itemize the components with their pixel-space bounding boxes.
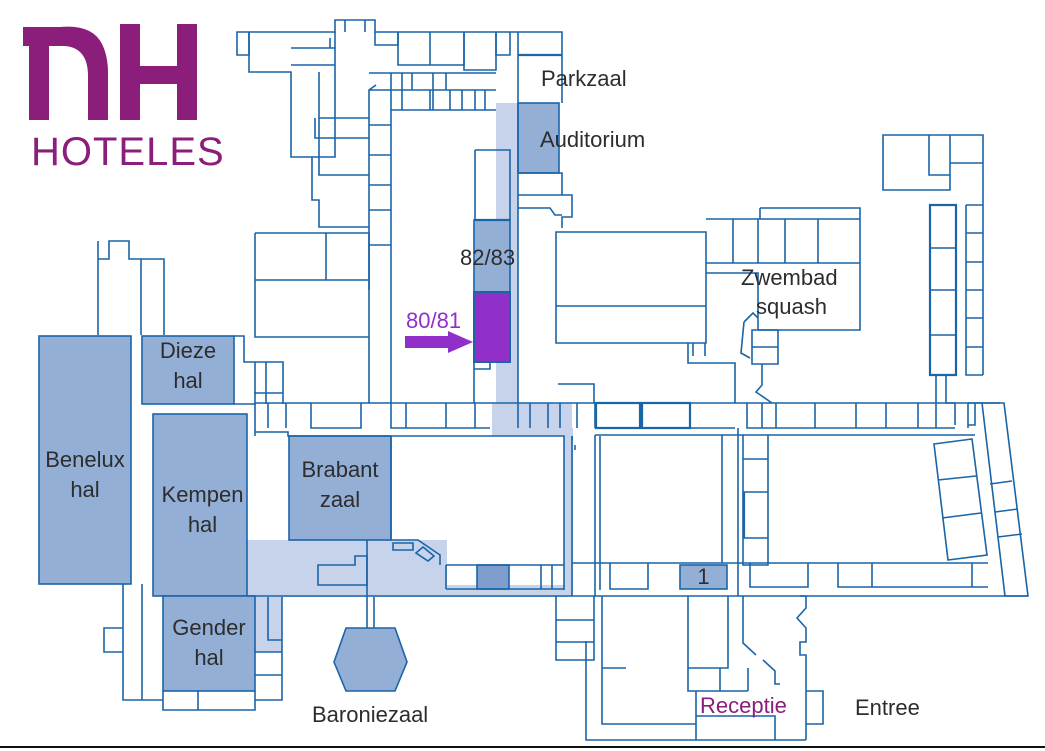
- label-benelux: Benelux: [45, 447, 125, 472]
- room-kempen-hal[interactable]: [152, 413, 248, 597]
- label-auditorium: Auditorium: [540, 127, 646, 152]
- room-auditorium[interactable]: [517, 102, 560, 174]
- nh-logo-mark: [23, 24, 197, 120]
- label-kempen: Kempen: [161, 482, 244, 507]
- label-kempen-hal-suffix: hal: [187, 512, 218, 537]
- arrow-right-icon: [405, 331, 473, 353]
- label-brabant: Brabant: [301, 457, 379, 482]
- label-dieze-hal: Dieze hal: [142, 336, 234, 396]
- label-parkzaal: Parkzaal: [541, 66, 627, 91]
- label-gender-hal: Gender hal: [160, 613, 258, 673]
- room-gender-hal[interactable]: [162, 595, 256, 692]
- rooms: [38, 102, 728, 692]
- logo-wordmark: HOTELES: [31, 130, 225, 174]
- corridor-foyer: [247, 540, 447, 597]
- room-1[interactable]: [679, 564, 728, 590]
- label-room-80-81: 80/81: [406, 308, 462, 333]
- corridors: [247, 103, 573, 652]
- label-baroniezaal: Baroniezaal: [312, 702, 429, 727]
- label-zwembad: Zwembad: [741, 265, 838, 290]
- walls: [97, 19, 1029, 741]
- label-receptie: Receptie: [700, 693, 787, 718]
- corridor-south: [440, 585, 568, 597]
- label-dieze-hal-suffix: hal: [173, 368, 203, 393]
- label-room-82-83: 82/83: [460, 245, 516, 270]
- room-80-81[interactable]: [473, 291, 511, 363]
- label-gender-hal-suffix: hal: [194, 645, 224, 670]
- label-entree: Entree: [855, 695, 920, 720]
- label-dieze: Dieze: [159, 338, 217, 363]
- corridor-junction: [492, 403, 572, 436]
- label-benelux-hal-suffix: hal: [70, 477, 100, 502]
- label-room-1: 1: [697, 564, 710, 589]
- room-brabant-zaal[interactable]: [288, 435, 392, 541]
- room-82-83[interactable]: [473, 219, 511, 293]
- label-brabant-zaal-suffix: zaal: [319, 487, 361, 512]
- label-squash: squash: [756, 294, 827, 319]
- room-benelux-hal[interactable]: [38, 335, 132, 585]
- room-baroniezaal[interactable]: [333, 627, 408, 692]
- label-gender: Gender: [172, 615, 246, 640]
- label-brabant-zaal: Brabant zaal: [289, 455, 391, 515]
- bottom-divider: [0, 746, 1045, 748]
- room-dieze-hal[interactable]: [141, 335, 235, 405]
- label-kempen-hal: Kempen hal: [150, 480, 255, 540]
- nh-hoteles-logo: [20, 18, 205, 178]
- corridor-east: [564, 428, 573, 596]
- label-benelux-hal: Benelux hal: [30, 445, 140, 505]
- room-small-foyer[interactable]: [476, 564, 510, 590]
